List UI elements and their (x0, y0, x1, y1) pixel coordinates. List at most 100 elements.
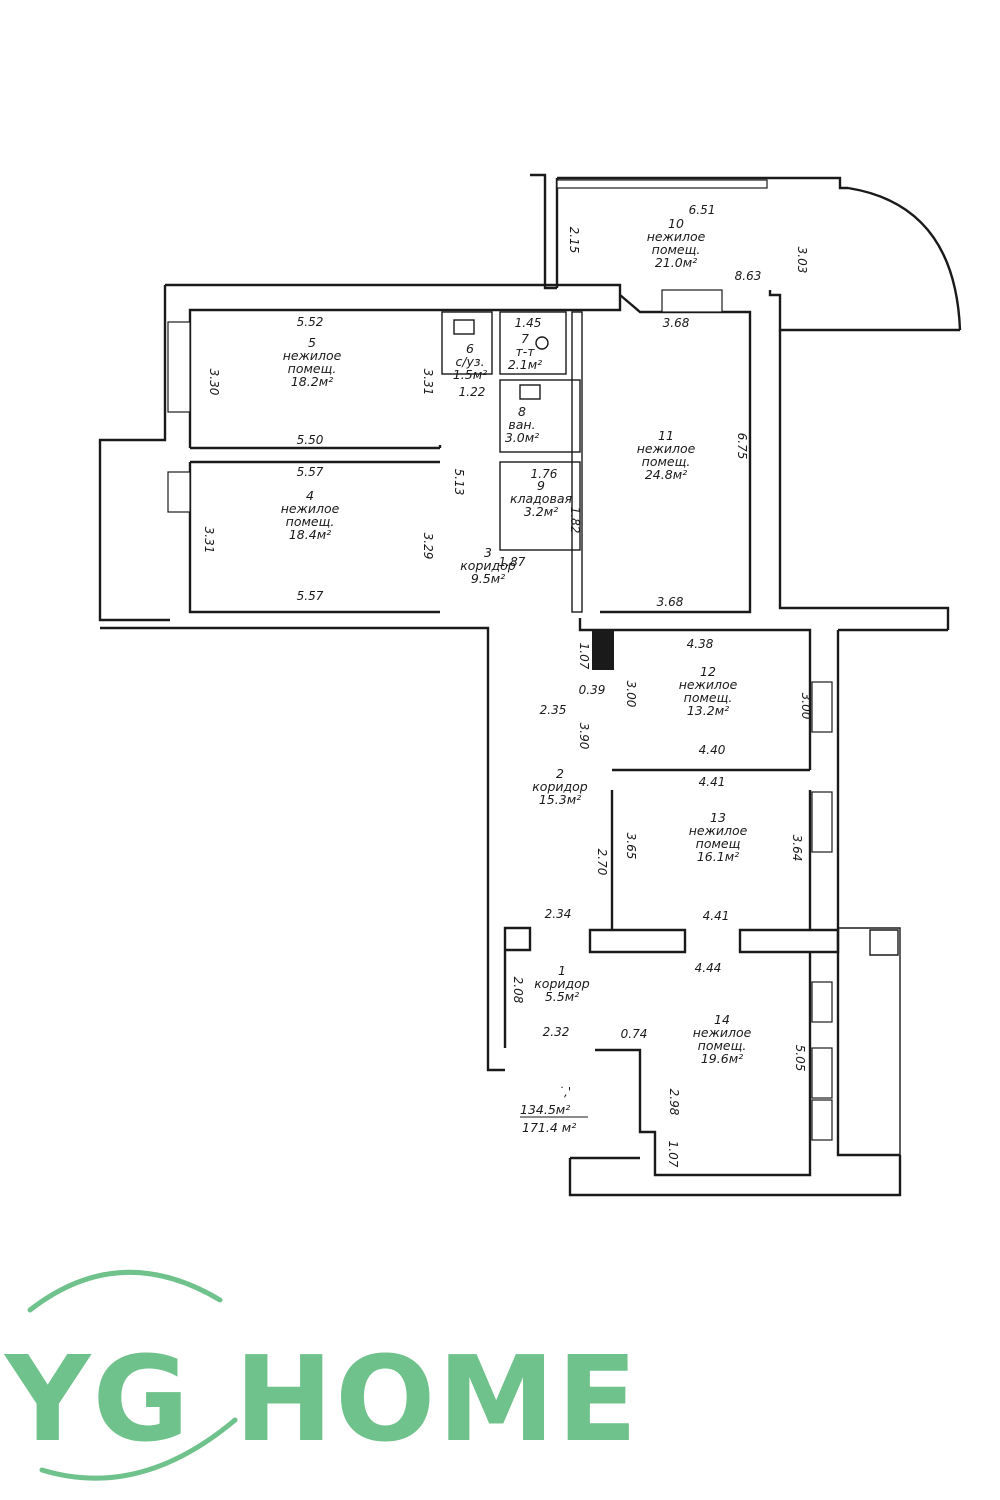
room-5-label-line: 18.2м² (291, 374, 333, 389)
room-12-label-line: 12 (700, 664, 716, 679)
room-8-label-line: 3.0м² (505, 430, 539, 445)
bathroom-partitions (441, 311, 583, 613)
totals-marker: ˙,' (558, 1085, 571, 1099)
room-2-label-line: 2 (556, 766, 564, 781)
dimension-label: 5.13 (452, 469, 466, 496)
dimension-label: 2.70 (595, 849, 609, 876)
room-2-label-line: 15.3м² (539, 792, 581, 807)
dimension-label: 2.35 (540, 703, 567, 717)
room-14-label-line: 14 (714, 1012, 730, 1027)
logo-swoosh-lower (39, 1417, 238, 1481)
dimension-label: 1.87 (499, 555, 526, 569)
dimension-label: 0.74 (621, 1027, 648, 1041)
room-1-label-line: коридор (534, 976, 590, 991)
dimension-label: 3.90 (577, 723, 591, 750)
room-11-label-line: нежилое (637, 441, 696, 456)
room-5-label-line: помещ. (288, 361, 337, 376)
total-area: 171.4 м² (522, 1120, 576, 1135)
dimension-label: 1.82 (568, 507, 582, 534)
room-12-label-line: 13.2м² (687, 703, 729, 718)
room-6-label-line: с/уз. (455, 354, 484, 369)
room-11-label-line: 24.8м² (645, 467, 687, 482)
room-labels: 1коридор5.5м²2коридор15.3м²3коридор9.5м²… (281, 216, 752, 1066)
room-14-label-line: 19.6м² (701, 1051, 743, 1066)
dimension-label: 0.39 (579, 683, 606, 697)
room-13-label-line: 16.1м² (697, 849, 739, 864)
dimension-label: 2.34 (545, 907, 572, 921)
dimension-label: 1.45 (515, 316, 542, 330)
dimension-label: 4.38 (687, 637, 714, 651)
dimension-label: 5.52 (297, 315, 324, 329)
room-7-label-line: 2.1м² (508, 357, 542, 372)
dimension-label: 3.29 (421, 533, 435, 560)
room-6-label-line: 6 (466, 341, 474, 356)
room-8-label-line: ван. (508, 417, 535, 432)
dimension-label: 3.31 (421, 369, 435, 396)
dimension-label: 1.07 (577, 643, 591, 670)
room-12-label-line: нежилое (679, 677, 738, 692)
yg-home-logo: YG HOME (3, 1269, 639, 1481)
room-10-label-line: помещ. (652, 242, 701, 257)
dimension-label: 6.75 (735, 433, 749, 460)
room-6-label-line: 1.5м² (453, 367, 487, 382)
dimension-label: 3.00 (624, 681, 638, 708)
dimension-label: 1.22 (459, 385, 486, 399)
room-8-label-line: 8 (518, 404, 526, 419)
room-11-label-line: 11 (658, 428, 674, 443)
room-9-label-line: 9 (537, 478, 545, 493)
dimension-label: 3.68 (663, 316, 690, 330)
dimension-label: 5.57 (297, 465, 324, 479)
room-4-label-line: помещ. (286, 514, 335, 529)
room-10-label-line: нежилое (647, 229, 706, 244)
room-13-label-line: помещ (696, 836, 741, 851)
room-13-label-line: 13 (710, 810, 726, 825)
dimension-label: 3.00 (799, 693, 813, 720)
room-12-label-line: помещ. (684, 690, 733, 705)
room-5-label-line: 5 (308, 335, 316, 350)
dimension-label: 3.64 (790, 835, 804, 862)
dimension-label: 1.76 (531, 467, 558, 481)
dimension-label: 6.51 (689, 203, 716, 217)
room-3-label-line: 9.5м² (471, 571, 505, 586)
room-7-label-line: т-т (515, 344, 535, 359)
room-3-label-line: 3 (484, 545, 492, 560)
logo-text: YG HOME (3, 1330, 639, 1468)
windows (167, 179, 833, 1141)
room-10-label-line: 21.0м² (655, 255, 697, 270)
room-9-label-line: кладовая (510, 491, 573, 506)
living-area: 134.5м² (520, 1102, 570, 1117)
room-11-label-line: помещ. (642, 454, 691, 469)
room-4-label-line: 18.4м² (289, 527, 331, 542)
dimension-label: 4.41 (699, 775, 726, 789)
room-14-label-line: помещ. (698, 1038, 747, 1053)
room-4-label-line: нежилое (281, 501, 340, 516)
dimension-label: 5.50 (297, 433, 324, 447)
logo-swoosh (27, 1269, 223, 1313)
dimension-label: 5.05 (793, 1045, 807, 1072)
dimension-label: 3.65 (624, 833, 638, 860)
dimension-label: 8.63 (735, 269, 762, 283)
room-10-label-line: 10 (668, 216, 684, 231)
room-9-label-line: 3.2м² (524, 504, 558, 519)
dimension-label: 4.44 (695, 961, 722, 975)
room-1-label-line: 1 (558, 963, 566, 978)
room-5-label-line: нежилое (283, 348, 342, 363)
room-1-label-line: 5.5м² (545, 989, 579, 1004)
room-7-label-line: 7 (521, 331, 529, 346)
dimension-label: 3.03 (795, 247, 809, 274)
dimension-label: 2.98 (667, 1089, 681, 1116)
room-3-label-line: коридор (460, 558, 516, 573)
dimension-label: 4.40 (699, 743, 726, 757)
room-4-label-line: 4 (306, 488, 314, 503)
dimension-label: 1.07 (666, 1141, 680, 1168)
dimension-label: 2.15 (567, 227, 581, 254)
room-13-label-line: нежилое (689, 823, 748, 838)
dimension-label: 2.08 (511, 977, 525, 1004)
room-2-label-line: коридор (532, 779, 588, 794)
dimension-label: 2.32 (543, 1025, 570, 1039)
dimension-label: 3.68 (657, 595, 684, 609)
dimension-label: 5.57 (297, 589, 324, 603)
area-totals: ˙,' 134.5м² 171.4 м² (520, 1085, 588, 1135)
